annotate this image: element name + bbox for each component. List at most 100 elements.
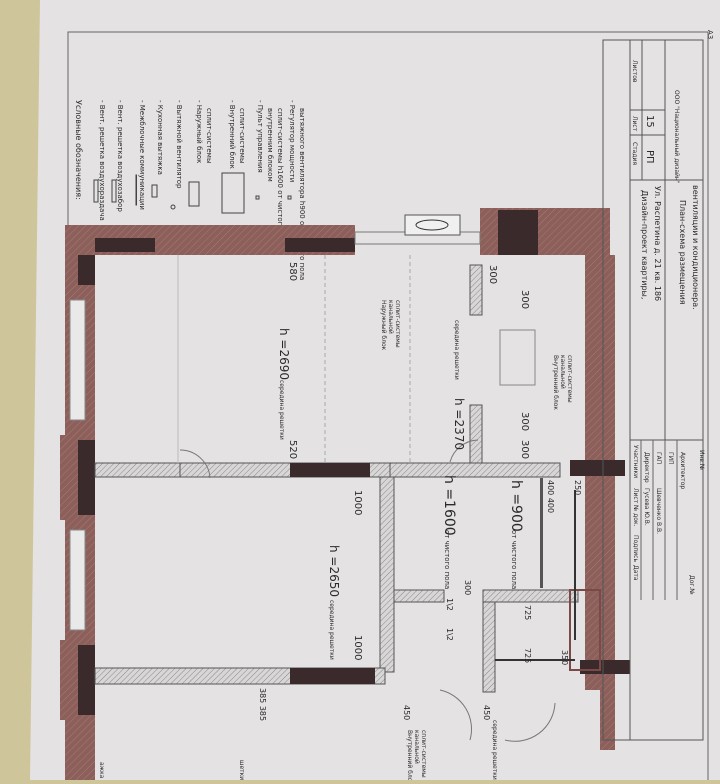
legend-item-label: - Вент. решетка воздухораздача (98, 100, 106, 221)
dimension-label: шетки (238, 760, 245, 780)
exhaust-grille-icon (111, 179, 117, 203)
legend-item-label: - Регулятор мощности (288, 100, 296, 182)
inv-label: Инв.№ (698, 450, 705, 470)
kitchen-hood-icon (151, 184, 158, 198)
sheet-format: А3 (706, 30, 714, 39)
signature-role: ГАП (655, 452, 662, 464)
legend-item-label: - Внутренний блок (228, 100, 236, 169)
dimension-label: 725 (523, 648, 532, 663)
signature-header: Участники (632, 445, 639, 478)
indoor-unit-label: сплит-системы (566, 355, 573, 403)
dimension-label: середина решетки (328, 600, 335, 660)
indoor-unit-label: сплит-системы (420, 730, 427, 778)
legend-item-label: - Наружный блок (195, 100, 203, 163)
legend-item-label: вытяжного вентилятора h900 от чистого по… (298, 108, 306, 280)
dimension-label: 300 (519, 412, 530, 431)
legend-item-label: сплит-системы (205, 108, 213, 164)
legend-item-label: внутренним блоком (266, 108, 274, 182)
inter-block-line-icon (135, 174, 137, 206)
legend-item: - Вытяжной вентилятор (170, 100, 183, 210)
signature-role: Директор (643, 452, 650, 483)
indoor-unit-label: Внутренний блок (406, 730, 413, 780)
dimension-label: 450 (402, 705, 411, 720)
indoor-unit-label: канальной (559, 355, 566, 389)
supply-grille-icon (93, 179, 99, 203)
dimension-label: 350 (560, 650, 569, 665)
legend-item-label: - Кухонная вытяжка (156, 100, 164, 175)
outdoor-unit-label: Наружный блок (380, 300, 387, 351)
dimension-label: 580 (287, 262, 298, 281)
signature-header: Подпись (632, 535, 639, 562)
outer-walls (60, 208, 630, 780)
legend-item-label: - Пульт управления (256, 100, 264, 173)
indoor-unit-icon (221, 172, 245, 214)
legend-item: - Кухонная вытяжка (151, 100, 164, 198)
dimension-label: середина решетки (453, 320, 460, 380)
signature-role: Архитектор (679, 452, 686, 489)
dimension-label: 725 (523, 605, 532, 620)
indoor-unit-label: канальной (413, 730, 420, 764)
outdoor-unit-label: канальной (387, 300, 394, 334)
contract-label: Дог.№ (688, 575, 695, 595)
dimension-label: h =2690 (277, 328, 291, 380)
dimension-label: середина решетки (491, 720, 498, 780)
signature-name: Гусева Ю.В. (643, 488, 650, 526)
legend-item-label: сплит-системы (238, 108, 246, 164)
title-project-line2: Ул. Распетина д. 21 кв. 186 (653, 186, 662, 301)
sheets-header: Листов (631, 60, 638, 83)
dimension-label: h =2370 (452, 398, 466, 450)
legend-item-label: - Межблочные коммуникации (138, 100, 146, 210)
dimension-label: 300 (463, 580, 472, 595)
legend-item-label: - Вытяжной вентилятор (175, 100, 183, 189)
title-sheet-line2: вентиляции и кондиционера. (691, 185, 700, 310)
dimension-label: h =1600 (441, 475, 457, 536)
indoor-unit-label: Внутренний блок (552, 355, 559, 410)
dimension-label: 450 (482, 705, 491, 720)
dimension-label: h =900 (508, 480, 524, 532)
dimension-label: 300 (519, 440, 530, 459)
fan-regulator-icon (287, 195, 292, 200)
signature-header: Дата (632, 565, 639, 581)
dimension-label: 1000 (352, 490, 363, 515)
sheet-value: 15 (644, 115, 655, 128)
outdoor-unit-label: сплит-системы (394, 300, 401, 348)
dimension-label: 385 385 (258, 688, 267, 721)
signature-role: ГИП (667, 452, 674, 465)
dimension-label: 1000 (352, 635, 363, 660)
dimension-label: от чистого пола (510, 530, 518, 589)
title-project-line1: Дизайн-проект квартиры, (640, 190, 649, 299)
stage-value: РП (644, 150, 655, 164)
dimension-label: 300 (487, 265, 498, 284)
dimension-label: ажка (98, 762, 105, 779)
dimension-label: от чистого пола (443, 530, 451, 589)
title-block: Дизайн-проект квартиры, Ул. Распетина д.… (602, 39, 705, 741)
dimension-label: 250 (573, 480, 582, 495)
legend-item: - Вент. решетка воздухозабор (111, 100, 124, 212)
dimension-label: 1\2 (445, 628, 454, 641)
dimension-label: 300 (519, 290, 530, 309)
legend-item: - Вент. решетка воздухораздача (93, 100, 106, 221)
legend: Условные обозначения: - Вент. решетка во… (74, 100, 306, 280)
sheet-header: Лист (631, 116, 638, 132)
signature-header: Лист (632, 488, 639, 504)
company: ООО "Национальный дизайн" (673, 90, 680, 184)
remote-control-icon (255, 195, 260, 200)
outdoor-unit-icon (188, 181, 200, 207)
legend-item-label: - Вент. решетка воздухозабор (116, 100, 124, 212)
dimension-label: 520 (287, 440, 298, 459)
stage-header: Стадия (631, 142, 638, 165)
legend-title: Условные обозначения: (74, 100, 83, 200)
title-sheet-line1: План-схема размещения (678, 200, 687, 305)
inner-walls (94, 255, 601, 742)
dimension-label: 400 400 (546, 480, 555, 513)
dimension-label: середина решетки (278, 380, 285, 440)
dimension-label: 1\2 (445, 598, 454, 611)
dimension-label: h =2650 (327, 545, 341, 597)
legend-item-label: сплит-системы h1600 от чистого пола (276, 108, 284, 249)
